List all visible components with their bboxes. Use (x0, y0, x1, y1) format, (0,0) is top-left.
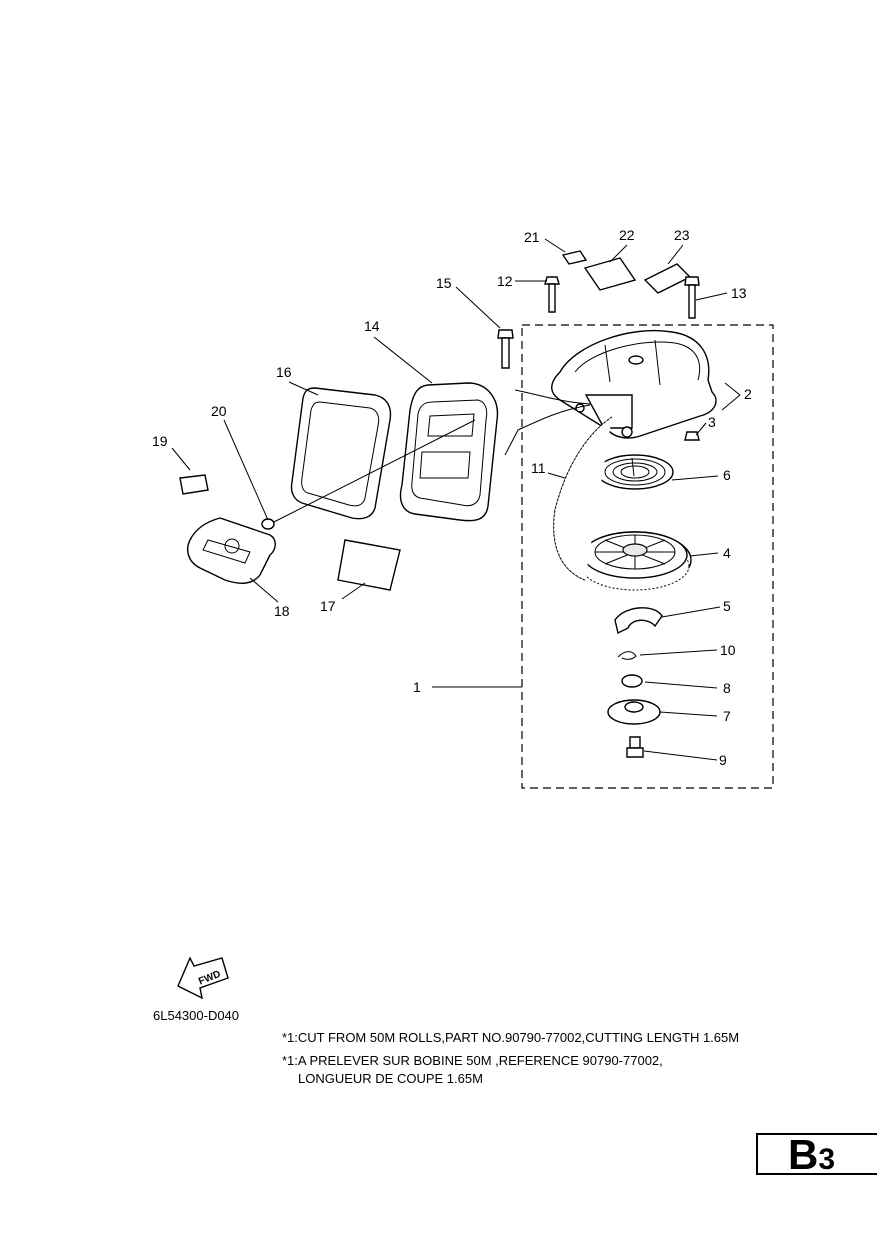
choke-knob (187, 517, 276, 584)
callout-13: 13 (731, 285, 747, 301)
callout-2: 2 (744, 386, 752, 402)
starter-case (551, 329, 717, 439)
bolt-9 (626, 736, 644, 758)
callout-5: 5 (723, 598, 731, 614)
note-french-line1: *1:A PRELEVER SUR BOBINE 50M ,REFERENCE … (282, 1053, 663, 1068)
callout-20: 20 (211, 403, 227, 419)
decal-23 (643, 263, 692, 294)
callout-12: 12 (497, 273, 513, 289)
pawl (614, 607, 663, 635)
callout-21: 21 (524, 229, 540, 245)
bolt-13 (684, 276, 700, 319)
ring (621, 674, 643, 688)
recoil-spring (596, 454, 674, 490)
plate (607, 699, 661, 725)
clip-19 (179, 474, 209, 495)
fwd-arrow-icon: FWD (177, 956, 229, 1000)
choke-rod (269, 419, 476, 525)
grip-holder (399, 382, 499, 522)
callout-19: 19 (152, 433, 168, 449)
callout-6: 6 (723, 467, 731, 483)
callout-17: 17 (320, 598, 336, 614)
leader-lines (171, 238, 741, 761)
assembly-boundary (521, 324, 774, 789)
callout-10: 10 (720, 642, 736, 658)
callout-23: 23 (674, 227, 690, 243)
callout-4: 4 (723, 545, 731, 561)
callout-1: 1 (413, 679, 421, 695)
decal-17 (337, 539, 401, 591)
note-english: *1:CUT FROM 50M ROLLS,PART NO.90790-7700… (282, 1030, 740, 1045)
nut-3 (684, 431, 700, 441)
drum-pulley (578, 531, 692, 591)
callout-9: 9 (719, 752, 727, 768)
page-badge-letter: B (788, 1131, 819, 1178)
decal-22 (583, 257, 637, 291)
callout-18: 18 (274, 603, 290, 619)
callout-14: 14 (364, 318, 380, 334)
callout-8: 8 (723, 680, 731, 696)
callout-16: 16 (276, 364, 292, 380)
grommet-frame (290, 387, 392, 520)
decal-21 (561, 250, 588, 265)
callout-11: 11 (531, 460, 546, 476)
bolt-12 (544, 276, 560, 313)
spring-clip (617, 651, 637, 660)
diagram-code: 6L54300-D040 (153, 1008, 240, 1023)
callout-15: 15 (436, 275, 452, 291)
callout-7: 7 (723, 708, 731, 724)
bolt-15 (497, 329, 514, 369)
page-badge-number: 3 (818, 1143, 836, 1176)
page-badge: B3 (756, 1131, 877, 1178)
callout-22: 22 (619, 227, 635, 243)
callout-3: 3 (708, 414, 716, 430)
note-french-line2: LONGUEUR DE COUPE 1.65M (298, 1071, 483, 1086)
